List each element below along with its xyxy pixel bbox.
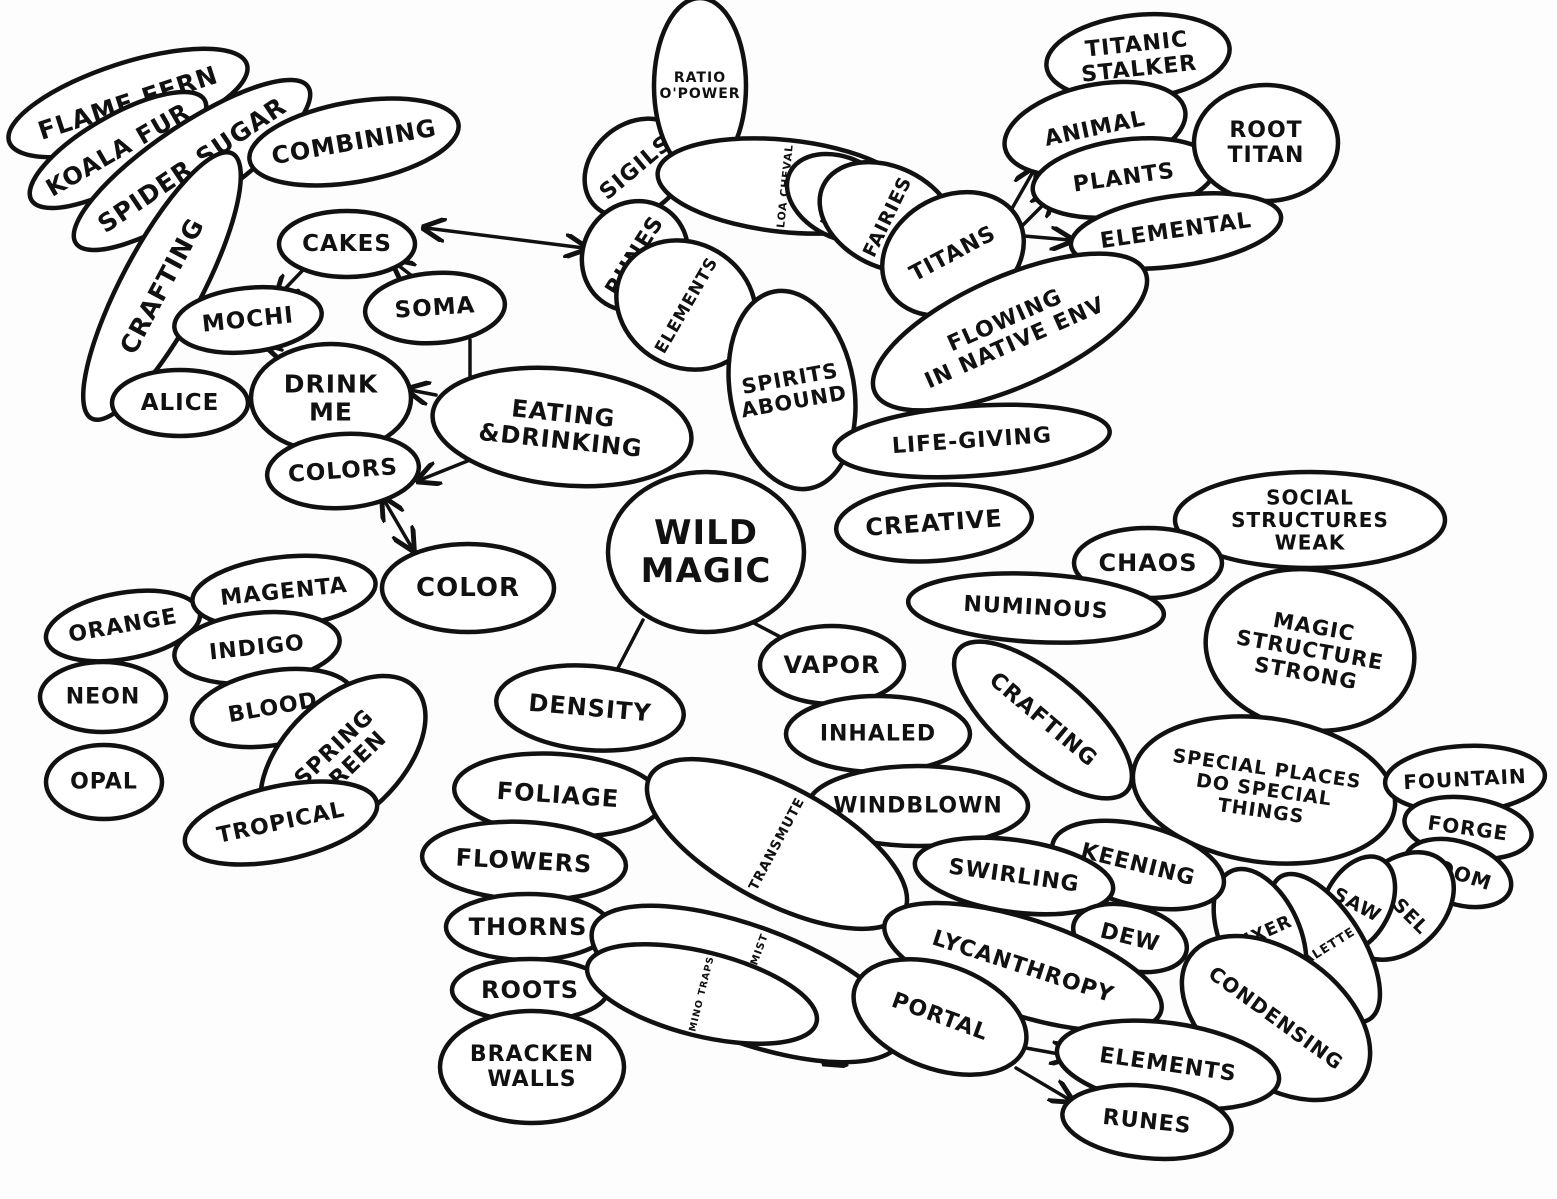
bubble-label: ROOT <box>1229 118 1302 143</box>
bubble-outline <box>951 639 1135 801</box>
bubble-label: ME <box>309 398 353 427</box>
bubble-colors: COLORS <box>264 431 422 511</box>
bubble-outline <box>905 571 1167 645</box>
bubble-outline <box>109 367 251 439</box>
bubble-label: SOCIAL <box>1266 486 1354 510</box>
bubble-label: WILD <box>654 513 758 553</box>
bubble-numinous: NUMINOUS <box>905 571 1167 645</box>
bubble-thorns: THORNS <box>443 891 613 963</box>
bubble-outline <box>362 270 508 346</box>
bubble-outline <box>430 365 694 489</box>
bubble-label: CHAOS <box>1099 549 1198 577</box>
bubble-label: INHALED <box>820 722 936 747</box>
bubble-color: COLOR <box>379 541 557 635</box>
bubble-label: TITAN <box>1228 143 1305 168</box>
bubble-outline <box>182 779 380 867</box>
bubble-creative: CREATIVE <box>833 482 1035 564</box>
bubble-outline <box>833 482 1035 564</box>
bubble-outline <box>172 284 324 356</box>
bubble-neon: NEON <box>37 659 169 735</box>
bubble-label: SOMA <box>394 292 476 324</box>
bubble-label: WALLS <box>487 1067 576 1092</box>
bubble-eating-drinking: EATING&DRINKING <box>430 365 694 489</box>
bubble-opal: OPAL <box>43 742 165 822</box>
bubble-outline <box>37 659 169 735</box>
edge-eating-drinking-to-colors <box>420 458 472 480</box>
bubble-tropical: TROPICAL <box>182 779 380 867</box>
edge-portal-to-runes-bottom <box>1014 1066 1070 1100</box>
bubble-density: DENSITY <box>494 663 686 753</box>
bubble-label: OPAL <box>70 770 138 795</box>
bubble-orange: ORANGE <box>43 588 203 664</box>
bubble-outline <box>276 208 418 280</box>
bubble-outline <box>1060 1082 1234 1162</box>
bubble-outline <box>1130 714 1398 866</box>
bubble-label: MAGIC <box>641 551 772 591</box>
bubble-label: RATIO <box>674 70 726 86</box>
bubble-inhaled: INHALED <box>783 693 973 775</box>
bubble-outline <box>870 251 1150 413</box>
bubble-portal: PORTAL <box>851 956 1029 1078</box>
bubble-cakes: CAKES <box>276 208 418 280</box>
bubble-outline <box>247 96 461 188</box>
bubble-label: CAKES <box>302 231 392 257</box>
bubble-chaos: CHAOS <box>1071 525 1225 601</box>
bubble-outline <box>43 742 165 822</box>
bubble-outline <box>379 541 557 635</box>
bubble-mochi: MOCHI <box>172 284 324 356</box>
edge-wild-magic-to-density <box>616 618 645 670</box>
bubble-outline <box>584 941 820 1047</box>
bubble-mino-traps: MINO TRAPS <box>584 941 820 1047</box>
edge-titans-to-animal <box>1008 170 1034 214</box>
bubble-label: NEON <box>66 685 141 710</box>
edge-cakes-to-runes-top <box>426 228 584 248</box>
bubble-label: THORNS <box>469 913 588 941</box>
bubble-outline <box>851 956 1029 1078</box>
bubble-label: WEAK <box>1275 530 1346 554</box>
edge-colors-to-color <box>384 500 412 548</box>
bubble-outline <box>726 288 858 492</box>
edge-titans-to-elemental <box>1022 236 1070 240</box>
bubble-label: O'POWER <box>659 86 740 102</box>
bubble-life-giving: LIFE-GIVING <box>832 402 1112 480</box>
bubble-combining: COMBINING <box>247 96 461 188</box>
bubble-magenta: MAGENTA <box>190 553 378 631</box>
bubble-vapor: VAPOR <box>757 623 907 707</box>
bubble-label: VAPOR <box>784 651 881 679</box>
bubble-indigo: INDIGO <box>172 609 342 687</box>
bubble-windblown: WINDBLOWN <box>805 763 1031 849</box>
bubble-elements-top: ELEMENTS <box>614 238 758 372</box>
bubble-label: DRINK <box>284 370 379 399</box>
bubble-outline <box>832 402 1112 480</box>
bubble-label: WINDBLOWN <box>833 794 1003 819</box>
bubble-outline <box>1068 191 1284 271</box>
bubble-outline <box>437 1008 627 1126</box>
bubble-soma: SOMA <box>362 270 508 346</box>
bubble-outline <box>494 663 686 753</box>
bubble-swirling: SWIRLING <box>912 835 1116 917</box>
bubble-elemental: ELEMENTAL <box>1068 191 1284 271</box>
bubble-label: ALICE <box>141 390 220 416</box>
bubble-outline <box>264 431 422 511</box>
bubble-alice: ALICE <box>109 367 251 439</box>
bubble-runes-bottom: RUNES <box>1060 1082 1234 1162</box>
bubble-label: BRACKEN <box>470 1042 594 1067</box>
bubble-outline <box>605 469 807 635</box>
bubble-label: STRUCTURES <box>1231 508 1389 532</box>
edge-eating-drinking-to-drink-me <box>410 390 438 395</box>
bubble-label: COLOR <box>416 573 520 603</box>
bubble-label: ROOTS <box>481 976 579 1004</box>
